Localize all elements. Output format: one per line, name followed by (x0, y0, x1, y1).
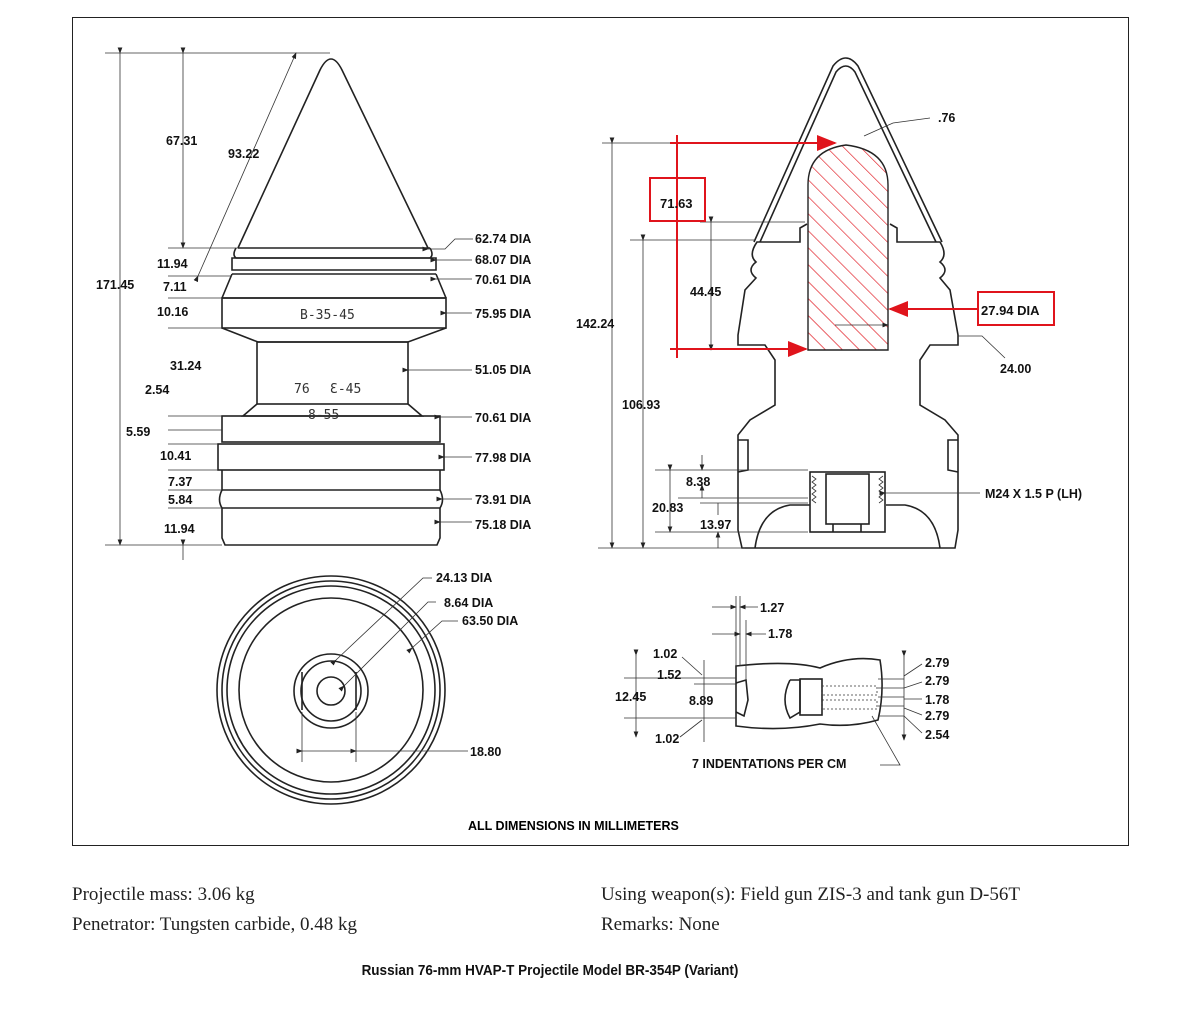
remarks: Remarks: None (601, 914, 720, 935)
dim-length: 11.94 (164, 522, 195, 536)
dim-length: 1.78 (925, 693, 949, 707)
dim-length: 2.79 (925, 674, 949, 688)
weapons-spec: Using weapon(s): Field gun ZIS-3 and tan… (601, 884, 1020, 905)
stamp-text: Ɛ-45 (330, 382, 361, 397)
dim-diameter: 70.61 DIA (475, 411, 531, 425)
dim-slant-length: 93.22 (228, 147, 259, 161)
dim-length: 1.52 (657, 668, 681, 682)
dim-diameter: 73.91 DIA (475, 493, 531, 507)
dim-length: 20.83 (652, 501, 683, 515)
dim-length: 2.54 (145, 383, 169, 397)
dim-length: 10.41 (160, 449, 191, 463)
dim-diameter: 70.61 DIA (475, 273, 531, 287)
dim-length: 8.89 (689, 694, 713, 708)
technical-drawing: B-35-45 76 Ɛ-45 8-55 67.31 93.22 171.45 … (96, 47, 1082, 833)
dim-windscreen-thickness: .76 (938, 111, 955, 125)
dim-core-length: 71.63 (660, 196, 693, 211)
core-length-highlight (649, 177, 706, 222)
dim-diameter: 77.98 DIA (475, 451, 531, 465)
dim-core-diameter: 27.94 DIA (981, 303, 1040, 318)
dim-length: 142.24 (576, 317, 614, 331)
base-view: 24.13 DIA 8.64 DIA 63.50 DIA 18.80 (216, 571, 518, 805)
stamp-text: 76 (294, 382, 310, 397)
dim-length: 1.27 (760, 601, 784, 615)
dim-length: 44.45 (690, 285, 721, 299)
dim-length: 2.79 (925, 709, 949, 723)
drawing-frame (72, 17, 1129, 846)
dim-overall-length: 171.45 (96, 278, 134, 292)
dim-diameter: 75.18 DIA (475, 518, 531, 532)
dim-nose-length: 67.31 (166, 134, 197, 148)
dim-diameter: 68.07 DIA (475, 253, 531, 267)
dim-length: 5.84 (168, 493, 192, 507)
dim-length: 7.37 (168, 475, 192, 489)
projectile-mass: Projectile mass: 3.06 kg (72, 884, 255, 905)
figure-title: Russian 76-mm HVAP-T Projectile Model BR… (361, 962, 739, 979)
dim-length: 31.24 (170, 359, 201, 373)
dim-diameter: 51.05 DIA (475, 363, 531, 377)
units-note: ALL DIMENSIONS IN MILLIMETERS (468, 819, 679, 833)
dim-thread-spec: M24 X 1.5 P (LH) (985, 487, 1082, 501)
side-view: B-35-45 76 Ɛ-45 8-55 67.31 93.22 171.45 … (96, 47, 531, 560)
dim-diameter: 8.64 DIA (444, 596, 493, 610)
stamp-text: B-35-45 (300, 308, 355, 323)
penetrator-spec: Penetrator: Tungsten carbide, 0.48 kg (72, 914, 357, 935)
dim-length: 2.54 (925, 728, 949, 742)
dim-diameter: 75.95 DIA (475, 307, 531, 321)
dim-diameter: 63.50 DIA (462, 614, 518, 628)
detail-view: 1.27 1.78 1.02 1.52 12.45 8.89 1.02 2.79… (615, 596, 949, 771)
dim-length: 10.16 (157, 305, 188, 319)
dim-length: 1.78 (768, 627, 792, 641)
dim-length: 106.93 (622, 398, 660, 412)
dim-length: 1.02 (655, 732, 679, 746)
dim-diameter: 62.74 DIA (475, 232, 531, 246)
stamp-text: 8-55 (308, 408, 339, 423)
core-diameter-highlight (977, 291, 1055, 326)
dim-length: 1.02 (653, 647, 677, 661)
dim-length: 11.94 (157, 257, 188, 271)
penetrator-core (807, 144, 889, 351)
section-view: .76 142.24 106.93 44.45 71.63 27.94 DIA … (576, 57, 1082, 549)
dim-length: 5.59 (126, 425, 150, 439)
dim-length: 24.00 (1000, 362, 1031, 376)
dim-length: 12.45 (615, 690, 646, 704)
indentation-note: 7 INDENTATIONS PER CM (692, 757, 846, 771)
dim-length: 8.38 (686, 475, 710, 489)
dim-length: 2.79 (925, 656, 949, 670)
dim-diameter: 24.13 DIA (436, 571, 492, 585)
dim-length: 18.80 (470, 745, 501, 759)
dim-length: 13.97 (700, 518, 731, 532)
dim-length: 7.11 (163, 280, 187, 294)
